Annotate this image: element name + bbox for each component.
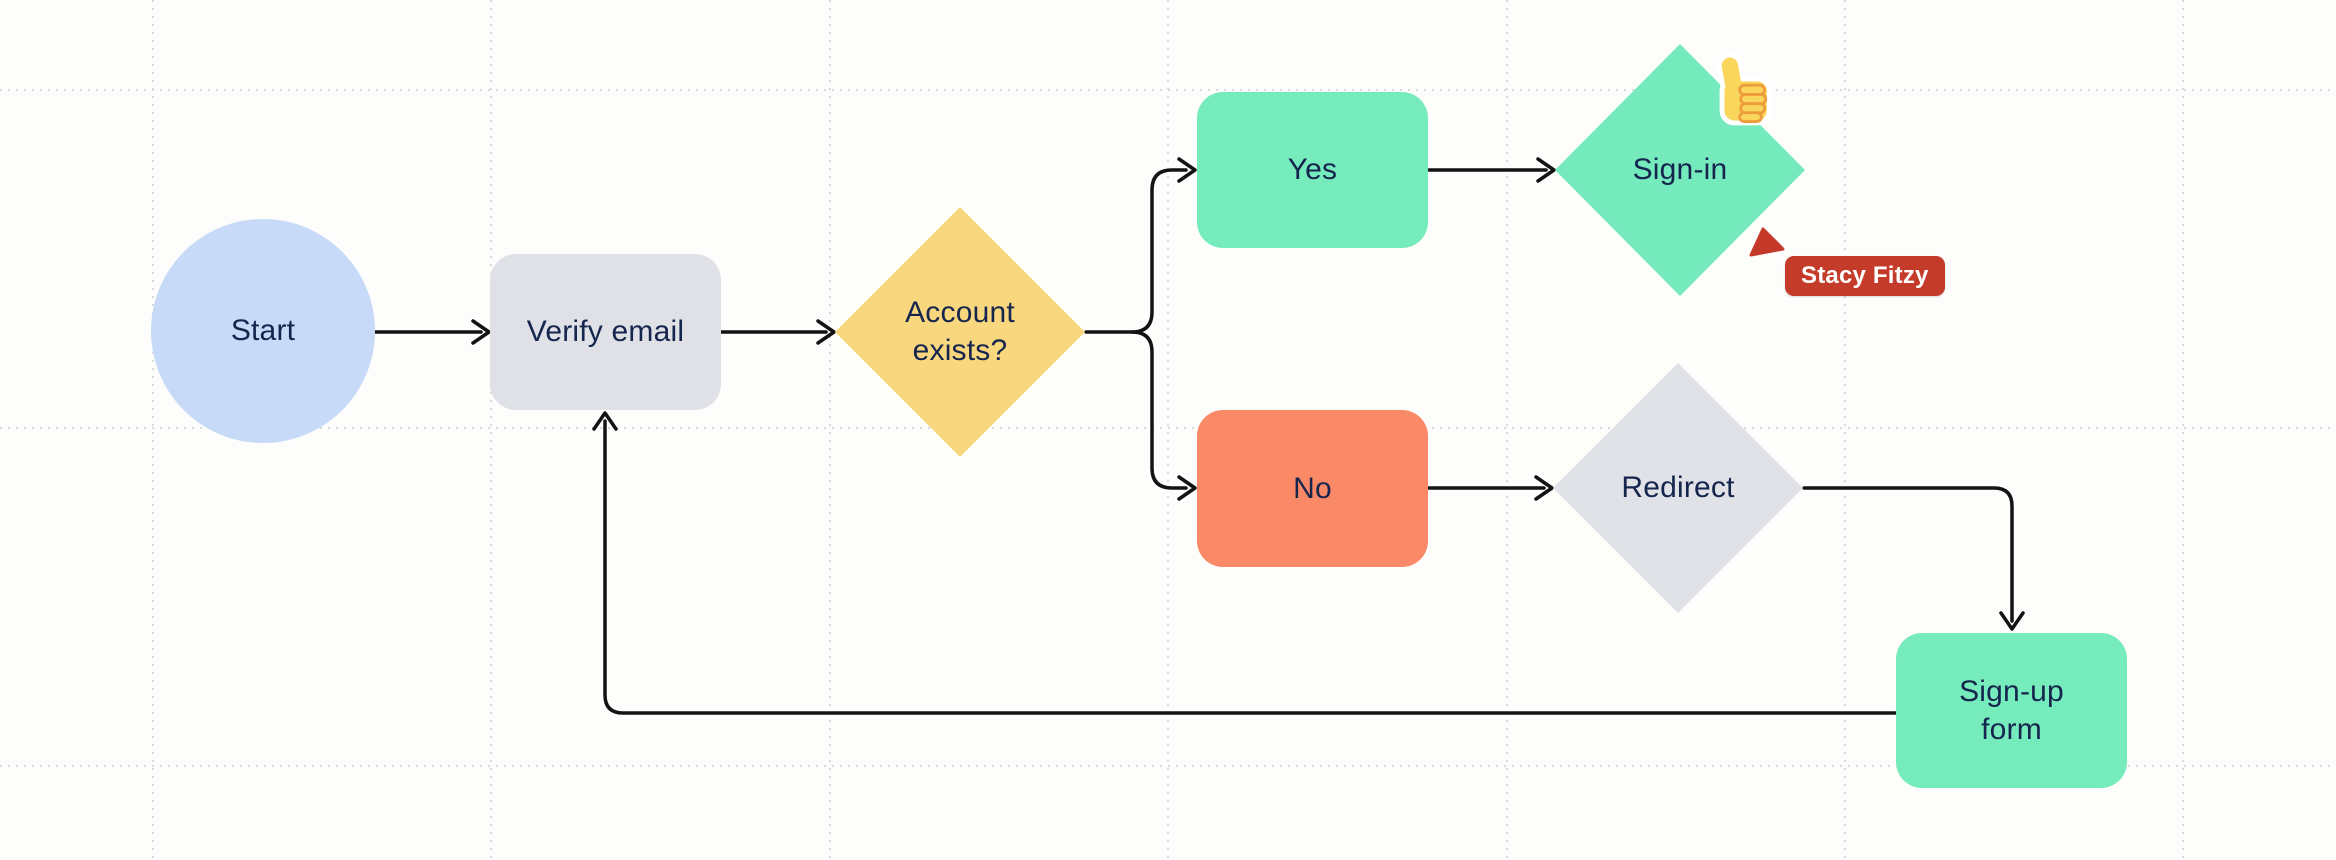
grid-line-vertical [1844,0,1846,860]
grid-line-vertical [829,0,831,860]
collaborator-cursor-icon [1749,227,1785,257]
flow-node-no[interactable]: No [1197,410,1428,567]
grid-line-horizontal [0,765,2336,767]
edge-redirect-to-sign-up-form[interactable] [1802,486,2025,631]
node-label: Yes [1287,153,1338,186]
flow-node-verify-email[interactable]: Verify email [490,254,721,410]
edge-sign-up-form-to-verify-email[interactable] [592,411,1897,715]
grid-line-vertical [1506,0,1508,860]
edge-start-to-verify-email[interactable] [373,319,491,345]
collaborator-name-badge: Stacy Fitzy [1785,256,1945,296]
collaborator-name: Stacy Fitzy [1801,262,1929,289]
node-label: Redirect [1621,471,1735,504]
edge-yes-to-sign-in[interactable] [1427,157,1556,183]
edge-verify-email-to-account-exists[interactable] [719,319,836,345]
grid-line-vertical [490,0,492,860]
grid-line-vertical [2182,0,2184,860]
grid-line-vertical [1167,0,1169,860]
node-label: Sign-in [1632,153,1728,186]
thumbs-up-sticker-icon[interactable] [1711,51,1777,127]
grid-line-horizontal [0,427,2336,429]
node-label: No [1293,471,1332,505]
grid-line-vertical [152,0,154,860]
flow-node-start[interactable]: Start [151,219,375,443]
node-label: Sign-up form [1959,674,2064,746]
node-label: Start [230,314,296,347]
edge-no-to-redirect[interactable] [1427,475,1554,501]
node-label: Verify email [526,315,685,348]
flow-node-yes[interactable]: Yes [1197,92,1428,248]
node-label: Account exists? [905,296,1015,367]
flow-node-sign-up-form[interactable]: Sign-up form [1896,633,2127,788]
edge-account-exists-to-no[interactable] [1130,330,1197,501]
grid-line-horizontal [0,89,2336,91]
edge-account-exists-to-yes[interactable] [1084,157,1197,334]
